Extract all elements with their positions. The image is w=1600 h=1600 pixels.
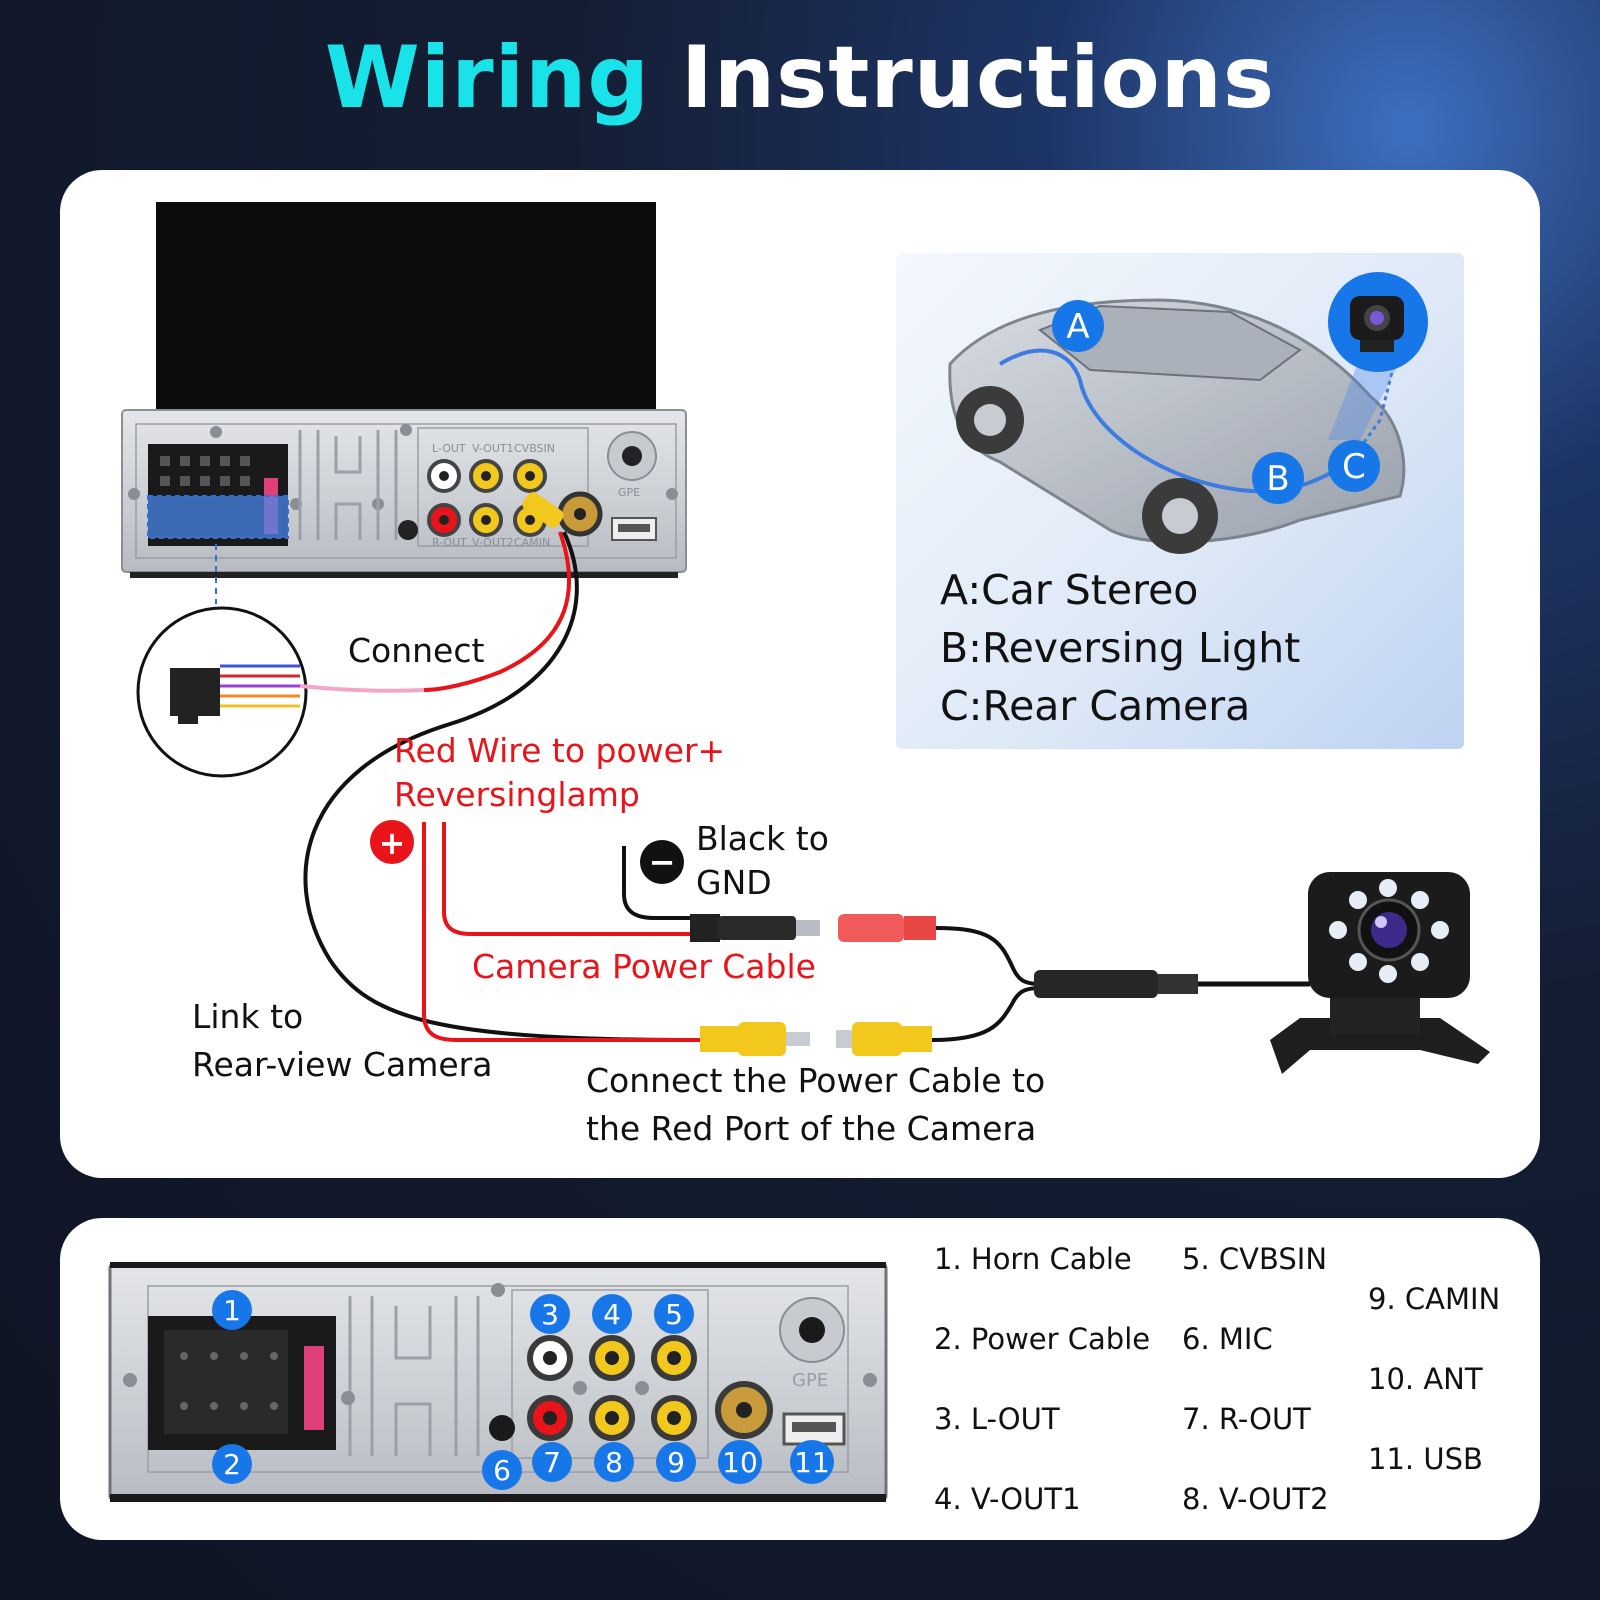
badge-2: 2 [212,1444,252,1484]
badge-1: 1 [212,1290,252,1330]
port-list-item: 2. Power Cable [934,1322,1151,1356]
connector-zoom-circle [136,606,308,778]
badge-3: 3 [530,1294,570,1334]
svg-text:2: 2 [223,1448,241,1481]
legend-line-a: A:Car Stereo [940,566,1199,614]
red-power-wire [423,531,572,692]
port-list-item: 8. V-OUT2 [1182,1482,1329,1516]
power-to-red-port-line1: Connect the Power Cable to [586,1061,1046,1100]
plus-icon [370,820,414,864]
power-to-red-port-line2: the Red Port of the Camera [586,1109,1037,1148]
legend-marker-a: A [1052,300,1104,352]
car-stereo-rear-view [121,202,687,578]
dc-power-plug [690,914,820,942]
badge-5: 5 [654,1294,694,1334]
gpe-label: GPE [792,1370,828,1391]
minus-symbol: − [649,843,676,881]
svg-text:5: 5 [665,1298,683,1331]
camera-power-cable-label: Camera Power Cable [472,947,816,986]
port-list-item: 3. L-OUT [934,1402,1060,1436]
connect-label: Connect [348,631,485,670]
svg-text:7: 7 [543,1446,561,1479]
pink-wire [299,684,425,693]
badge-7: 7 [532,1442,572,1482]
black-gnd-label-line2: GND [696,863,772,902]
black-video-wire [303,531,701,1042]
stereo-rca-jacks [427,459,547,537]
stereo-port-label: R-OUT [432,536,467,549]
svg-text:4: 4 [603,1298,621,1331]
plus-symbol: + [379,824,406,862]
badge-6: 6 [482,1450,522,1490]
fuse [304,1346,324,1430]
svg-text:1: 1 [223,1294,241,1327]
link-camera-label-line2: Rear-view Camera [192,1045,493,1084]
stereo-port-label: L-OUT [432,442,466,455]
port-list-item: 5. CVBSIN [1182,1242,1328,1276]
black-gnd-wire [622,846,690,920]
red-wire-to-video [422,822,700,1042]
legend-line-b: B:Reversing Light [940,624,1301,672]
marker-b-label: B [1266,459,1289,499]
heatsink [298,430,398,540]
port-list-item: 7. R-OUT [1182,1402,1311,1436]
link-camera-label-line1: Link to [192,997,304,1036]
badge-4: 4 [592,1294,632,1334]
rear-camera-illustration [1270,872,1490,1074]
badge-8: 8 [594,1442,634,1482]
stereo-port-labels: L-OUT V-OUT1 CVBSIN R-OUT V-OUT2 CAMIN G… [432,442,640,549]
port-number-badges: 1 2 3 4 5 6 7 8 9 10 11 [212,1290,834,1490]
black-gnd-label-line1: Black to [696,819,829,858]
badge-10: 10 [718,1440,762,1484]
svg-text:11: 11 [794,1446,830,1479]
bottom-stereo-rear-view: GPE [108,1262,888,1502]
marker-a-label: A [1066,307,1089,347]
stereo-port-label: CVBSIN [514,442,555,455]
stereo-screen-back [156,202,656,410]
cable-splitter [1034,970,1158,998]
port-list-item: 11. USB [1368,1442,1483,1476]
red-wire-to-power [442,822,690,936]
page-title: Wiring Instructions [0,28,1600,128]
legend-marker-b: B [1252,452,1304,504]
title-accent-word: Wiring [324,28,650,128]
port-list-item: 1. Horn Cable [934,1242,1132,1276]
red-wire-label-line2: Reversinglamp [394,775,640,814]
badge-11: 11 [790,1440,834,1484]
red-wire-label-line1: Red Wire to power+ [394,731,726,770]
svg-text:9: 9 [667,1446,685,1479]
legend-line-c: C:Rear Camera [940,682,1251,730]
marker-c-label: C [1342,447,1366,487]
port-list-item: 10. ANT [1368,1362,1483,1396]
legend-marker-c: C [1328,440,1380,492]
port-list-item: 4. V-OUT1 [934,1482,1081,1516]
red-power-socket [838,914,936,942]
mic-jack [489,1415,515,1441]
heatsink [348,1296,480,1456]
svg-text:10: 10 [722,1446,758,1479]
svg-text:3: 3 [541,1298,559,1331]
minus-icon [640,840,684,884]
badge-9: 9 [656,1442,696,1482]
mic-jack [398,520,418,540]
bottom-rca-jacks [527,1335,697,1441]
yellow-rca-male [700,1022,810,1056]
svg-text:8: 8 [605,1446,623,1479]
highlighted-connector-row [147,495,289,539]
stereo-port-label: GPE [618,486,640,499]
car-cutaway-illustration [948,272,1428,554]
port-list-item: 9. CAMIN [1368,1282,1501,1316]
stereo-port-label: CAMIN [514,536,550,549]
yellow-rca-female [836,1022,932,1056]
stereo-port-label: V-OUT2 [472,536,514,549]
stereo-port-label: V-OUT1 [472,442,514,455]
svg-text:6: 6 [493,1454,511,1487]
port-list-item: 6. MIC [1182,1322,1273,1356]
title-main-word: Instructions [680,28,1276,128]
